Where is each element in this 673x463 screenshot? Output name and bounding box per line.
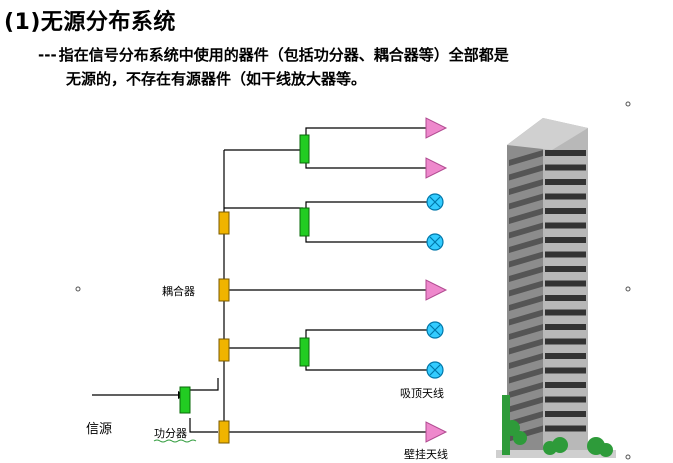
building-window-band bbox=[545, 295, 586, 301]
splitter-label-underline bbox=[153, 439, 197, 443]
building-side-band bbox=[509, 179, 543, 195]
building-window-band bbox=[545, 237, 586, 243]
wall-antenna-icon bbox=[425, 421, 448, 443]
building-window-band bbox=[545, 266, 586, 272]
building-side-band bbox=[509, 150, 543, 166]
splitter-label: 功分器 bbox=[154, 427, 187, 440]
building-window-band bbox=[545, 382, 586, 388]
wall-antenna-label: 壁挂天线 bbox=[404, 447, 448, 461]
building-window-band bbox=[545, 251, 586, 258]
coupler bbox=[218, 338, 230, 362]
building-window-band bbox=[545, 367, 586, 374]
building-side-band bbox=[509, 251, 543, 268]
description-line-2: 无源的，不存在有源器件（如干线放大器等。 bbox=[66, 70, 367, 88]
splitter bbox=[299, 207, 310, 237]
wall-antennas bbox=[425, 117, 448, 443]
description-line-1: ---指在信号分布系统中使用的器件（包括功分器、耦合器等）全部都是 bbox=[38, 44, 509, 65]
building-side-band bbox=[509, 280, 543, 297]
coupler-label: 耦合器 bbox=[162, 284, 195, 298]
building-side-band bbox=[509, 222, 543, 239]
building-side-band bbox=[509, 324, 543, 340]
ceiling-antenna-icon bbox=[426, 233, 444, 251]
coupler bbox=[218, 211, 230, 235]
building-side-band bbox=[509, 266, 543, 282]
building-window-band bbox=[545, 425, 586, 432]
wall-antenna-icon bbox=[425, 117, 448, 139]
building-side-band bbox=[509, 295, 543, 311]
building-side-band bbox=[509, 309, 543, 326]
building-side-band bbox=[509, 208, 543, 224]
building-image bbox=[496, 118, 616, 458]
ceiling-antennas bbox=[426, 193, 444, 379]
source-label: 信源 bbox=[86, 422, 112, 437]
building-side-band bbox=[509, 396, 543, 413]
description-text-1: 指在信号分布系统中使用的器件（包括功分器、耦合器等）全部都是 bbox=[58, 46, 509, 64]
building-side-band bbox=[509, 353, 543, 369]
coupler bbox=[218, 278, 230, 302]
building-window-band bbox=[545, 280, 586, 287]
ceiling-antenna-icon bbox=[426, 193, 444, 211]
building-window-band bbox=[545, 353, 586, 359]
building-window-band bbox=[545, 150, 586, 156]
building-window-band bbox=[545, 338, 586, 345]
main-splitter bbox=[179, 386, 191, 414]
building-window-band bbox=[545, 411, 586, 417]
coupler bbox=[218, 420, 230, 444]
wiring bbox=[92, 127, 428, 433]
building-window-band bbox=[545, 309, 586, 316]
building-side-band bbox=[509, 338, 543, 355]
building-window-band bbox=[545, 193, 586, 200]
building-side-band bbox=[509, 382, 543, 398]
building-side-band bbox=[509, 237, 543, 253]
splitters bbox=[179, 134, 310, 414]
building-window-band bbox=[545, 396, 586, 403]
building-window-band bbox=[545, 222, 586, 229]
ceiling-antenna-icon bbox=[426, 361, 444, 379]
ceiling-antenna-label: 吸顶天线 bbox=[400, 386, 444, 400]
splitter bbox=[299, 337, 310, 367]
splitter bbox=[299, 134, 310, 164]
building-side-band bbox=[509, 164, 543, 181]
building-window-band bbox=[545, 164, 586, 171]
wall-antenna-icon bbox=[425, 279, 448, 301]
description-prefix: --- bbox=[38, 46, 57, 64]
building-side-band bbox=[509, 367, 543, 384]
ceiling-antenna-icon bbox=[426, 321, 444, 339]
building-window-band bbox=[545, 179, 586, 185]
building-side-band bbox=[509, 193, 543, 210]
couplers bbox=[218, 211, 230, 444]
frame-handles bbox=[75, 101, 631, 460]
building-window-band bbox=[545, 208, 586, 214]
wall-antenna-icon bbox=[425, 157, 448, 179]
building-window-band bbox=[545, 324, 586, 330]
page-title: (1)无源分布系统 bbox=[4, 10, 176, 35]
